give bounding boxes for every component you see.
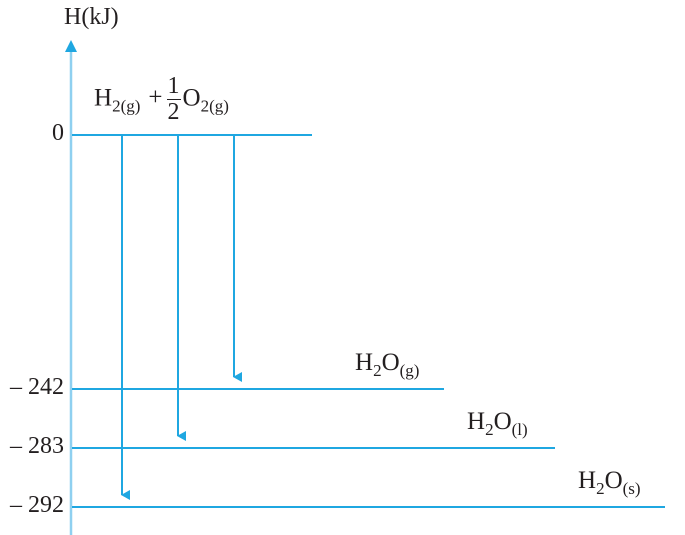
- tick-label-283: – 283: [10, 433, 64, 459]
- y-axis-label: H(kJ): [64, 4, 119, 30]
- label-h2o-gas: H2O(g): [355, 349, 420, 380]
- y-axis: [65, 40, 77, 535]
- tick-label-0: 0: [52, 120, 64, 146]
- axis-arrow-icon: [65, 40, 77, 52]
- tick-label-242: – 242: [10, 374, 64, 400]
- label-h2o-solid: H2O(s): [578, 467, 641, 498]
- label-h2o-liquid: H2O(l): [467, 408, 528, 439]
- tick-label-292: – 292: [10, 492, 64, 518]
